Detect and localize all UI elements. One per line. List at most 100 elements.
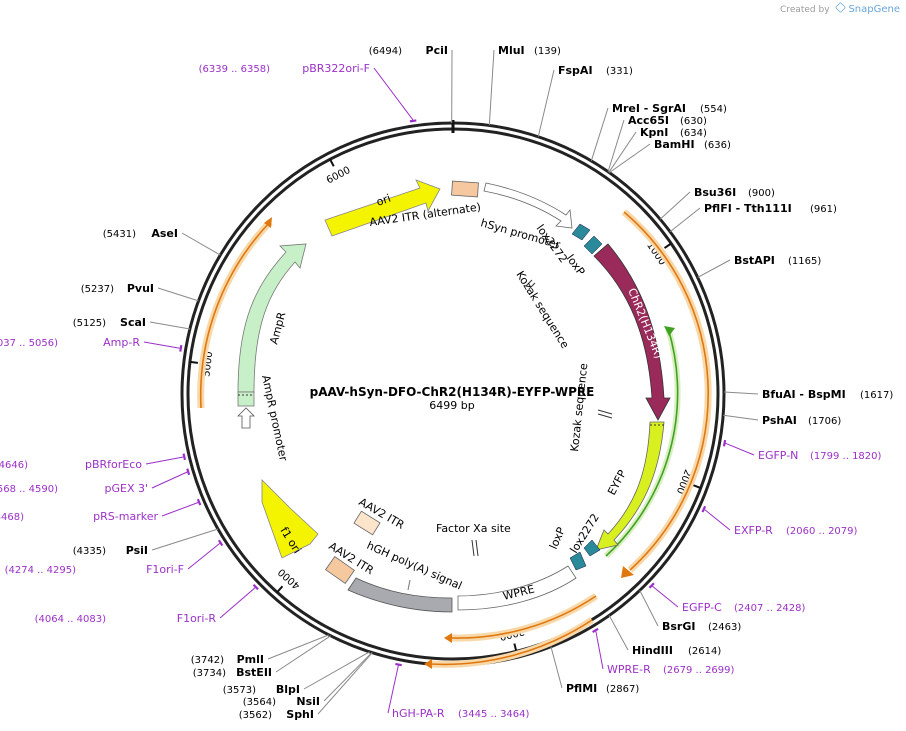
primer-leader-line <box>161 502 199 517</box>
enzyme-position: (5431) <box>103 229 136 240</box>
factor-xa-mark-2 <box>475 539 479 557</box>
enzyme-name: BlpI <box>276 683 300 696</box>
primer-labels: pBR322ori-F(6339 .. 6358)EGFP-N(1799 .. … <box>0 62 882 720</box>
enzyme-position: (630) <box>680 116 707 127</box>
kozak-top-mark-2 <box>528 282 536 290</box>
enzyme-leader-line <box>659 191 691 220</box>
primer-name: WPRE-R <box>607 663 651 676</box>
feature-lox2272-bottom <box>583 539 601 557</box>
enzyme-leader-line <box>488 49 495 126</box>
enzyme-labels: PciI(6494)MluI(139)FspAI(331)MreI - SgrA… <box>73 44 894 721</box>
enzyme-leader-line <box>151 528 219 551</box>
enzyme-name: Bsu36I <box>694 186 736 199</box>
enzyme-leader-lines <box>149 49 759 715</box>
tick-mark <box>189 360 199 364</box>
enzyme-position: (3573) <box>223 685 256 696</box>
primer-leader-line <box>143 341 180 349</box>
enzyme-name: MluI <box>498 44 525 57</box>
enzyme-name: PflMI <box>566 682 597 695</box>
primer-leader-line <box>652 585 679 608</box>
tick-mark <box>692 484 702 489</box>
enzyme-name: HindIII <box>632 644 673 657</box>
feature-f1ori <box>261 479 319 559</box>
credit-created-by: Created by <box>780 5 830 15</box>
enzyme-position: (900) <box>748 188 775 199</box>
primer-range: (2060 .. 2079) <box>786 526 858 537</box>
enzyme-name: BstEII <box>236 666 272 679</box>
enzyme-name: BsrGI <box>662 620 695 633</box>
enzyme-name: FspAI <box>558 64 593 77</box>
primer-mark <box>252 583 259 591</box>
primer-range: (2679 .. 2699) <box>663 665 735 676</box>
enzyme-leader-line <box>609 143 651 174</box>
feature-factor-xa-label: Factor Xa site <box>436 522 511 535</box>
primer-name: pRS-marker <box>93 510 158 523</box>
primer-range: (4274 .. 4295) <box>5 565 77 576</box>
enzyme-leader-line <box>607 119 625 172</box>
tick-label: 6000 <box>325 165 353 187</box>
primer-name: F1ori-F <box>146 563 184 576</box>
primer-leader-line <box>151 471 188 489</box>
primer-range: (3445 .. 3464) <box>458 709 530 720</box>
tick-mark <box>329 158 335 167</box>
feature-loxp-top-label: loxP <box>564 252 588 278</box>
enzyme-leader-line <box>723 391 759 395</box>
enzyme-leader-line <box>590 107 609 162</box>
primer-name: F1ori-R <box>177 612 217 625</box>
enzyme-name: AseI <box>151 227 178 240</box>
enzyme-name: PmlI <box>237 653 264 666</box>
primer-range: (4064 .. 4083) <box>35 614 107 625</box>
primer-range: (2407 .. 2428) <box>734 603 806 614</box>
enzyme-position: (5125) <box>73 318 106 329</box>
factor-xa-mark-1 <box>471 539 475 557</box>
feature-eyfp-label: EYFP <box>605 467 629 497</box>
feature-ampr-label: AmpR <box>267 310 288 345</box>
primer-mark <box>592 627 599 634</box>
feature-ampr-promoter-label: AmpR promoter <box>259 374 290 463</box>
primer-range: (4449 .. 4468) <box>0 512 24 523</box>
enzyme-name: PflFI - Tth111I <box>704 202 792 215</box>
primer-mark <box>179 345 183 352</box>
enzyme-leader-line <box>639 590 659 627</box>
enzyme-leader-line <box>608 131 637 173</box>
primer-leader-line <box>704 509 731 531</box>
primer-name: pBR322ori-F <box>302 62 370 75</box>
feature-wpre <box>457 565 577 611</box>
enzyme-position: (636) <box>704 140 731 151</box>
enzyme-leader-line <box>157 287 199 302</box>
primer-range: (5037 .. 5056) <box>0 338 58 349</box>
orange-arc-left-core <box>199 221 271 409</box>
feature-kozak-low-label: Kozak sequence <box>568 362 590 452</box>
primer-leader-line <box>725 442 755 456</box>
enzyme-position: (3742) <box>191 655 224 666</box>
enzyme-position: (3564) <box>243 697 276 708</box>
enzyme-position: (2463) <box>708 622 741 633</box>
orange-arc-top-right-head <box>621 566 634 578</box>
primer-name: EGFP-C <box>682 601 722 614</box>
enzyme-position: (961) <box>810 204 837 215</box>
orange-arc-bottom-2-head <box>424 659 432 669</box>
enzyme-name: PshAI <box>762 414 797 427</box>
primer-range: (6339 .. 6358) <box>199 64 271 75</box>
primer-mark <box>186 468 191 476</box>
primer-name: EGFP-N <box>758 449 798 462</box>
plasmid-name: pAAV-hSyn-DFO-ChR2(H134R)-EYFP-WPRE <box>310 385 595 399</box>
enzyme-position: (1706) <box>808 416 841 427</box>
feature-chr2 <box>593 243 671 421</box>
feature-ampr <box>237 243 307 393</box>
primer-mark <box>648 582 655 589</box>
feature-ampr-promoter-box <box>237 391 255 407</box>
enzyme-position: (6494) <box>369 46 402 57</box>
enzyme-position: (3562) <box>239 710 272 721</box>
enzyme-name: BstAPI <box>734 254 775 267</box>
primer-leader-line <box>219 587 256 619</box>
enzyme-position: (2614) <box>688 646 721 657</box>
green-arc-right-core <box>605 327 679 557</box>
kozak-low-mark-2 <box>597 413 613 419</box>
kozak-low-mark-1 <box>597 409 613 415</box>
tick-mark <box>276 585 284 593</box>
enzyme-leader-line <box>267 634 329 660</box>
enzyme-leader-line <box>723 414 759 421</box>
primer-leader-line <box>595 631 604 670</box>
feature-ori <box>324 179 441 237</box>
